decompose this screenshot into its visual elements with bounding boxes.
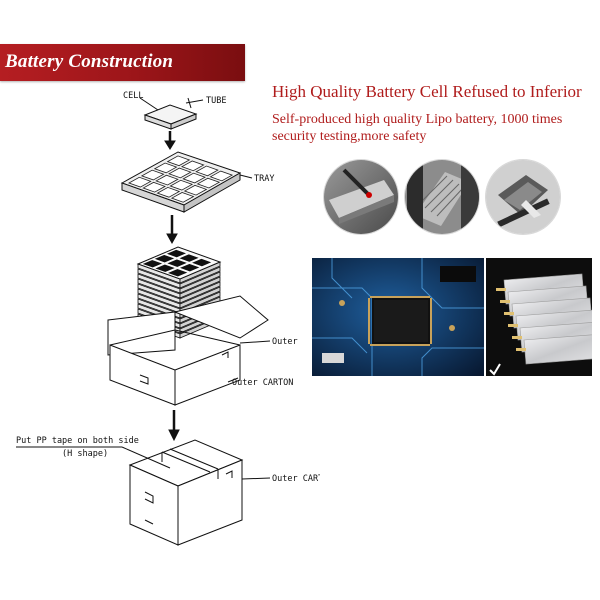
battery-nail-test-icon	[405, 160, 479, 234]
circuit-board-chip-photo	[312, 258, 484, 376]
label-tape-line-2: (H shape)	[62, 449, 108, 459]
lipo-battery-cells-photo	[486, 258, 592, 376]
label-outer: Outer	[272, 337, 298, 347]
banner-title: Battery Construction	[5, 51, 174, 72]
outer-carton-open-drawing	[107, 295, 271, 406]
label-tape-line-1: Put PP tape on both side	[16, 436, 139, 446]
label-tray: TRAY	[254, 174, 274, 184]
packing-diagram: CELL TUBE TRAY Outer Outer CARTON Put PP…	[16, 91, 320, 546]
label-outer-carton-1: Outer CARTON	[232, 378, 293, 388]
cell-drawing	[139, 97, 204, 130]
battery-test-icon	[324, 160, 398, 234]
tray-drawing	[120, 151, 253, 213]
label-tube: TUBE	[206, 96, 226, 106]
label-cell: CELL	[123, 91, 143, 101]
label-outer-carton-2: Outer CARTON	[272, 474, 320, 484]
outer-carton-closed-drawing	[16, 439, 271, 546]
title-banner: Battery Construction	[0, 44, 245, 81]
battery-crush-test-icon	[486, 160, 560, 234]
subtext: Self-produced high quality Lipo battery,…	[272, 112, 563, 144]
headline: High Quality Battery Cell Refused to Inf…	[272, 82, 582, 101]
